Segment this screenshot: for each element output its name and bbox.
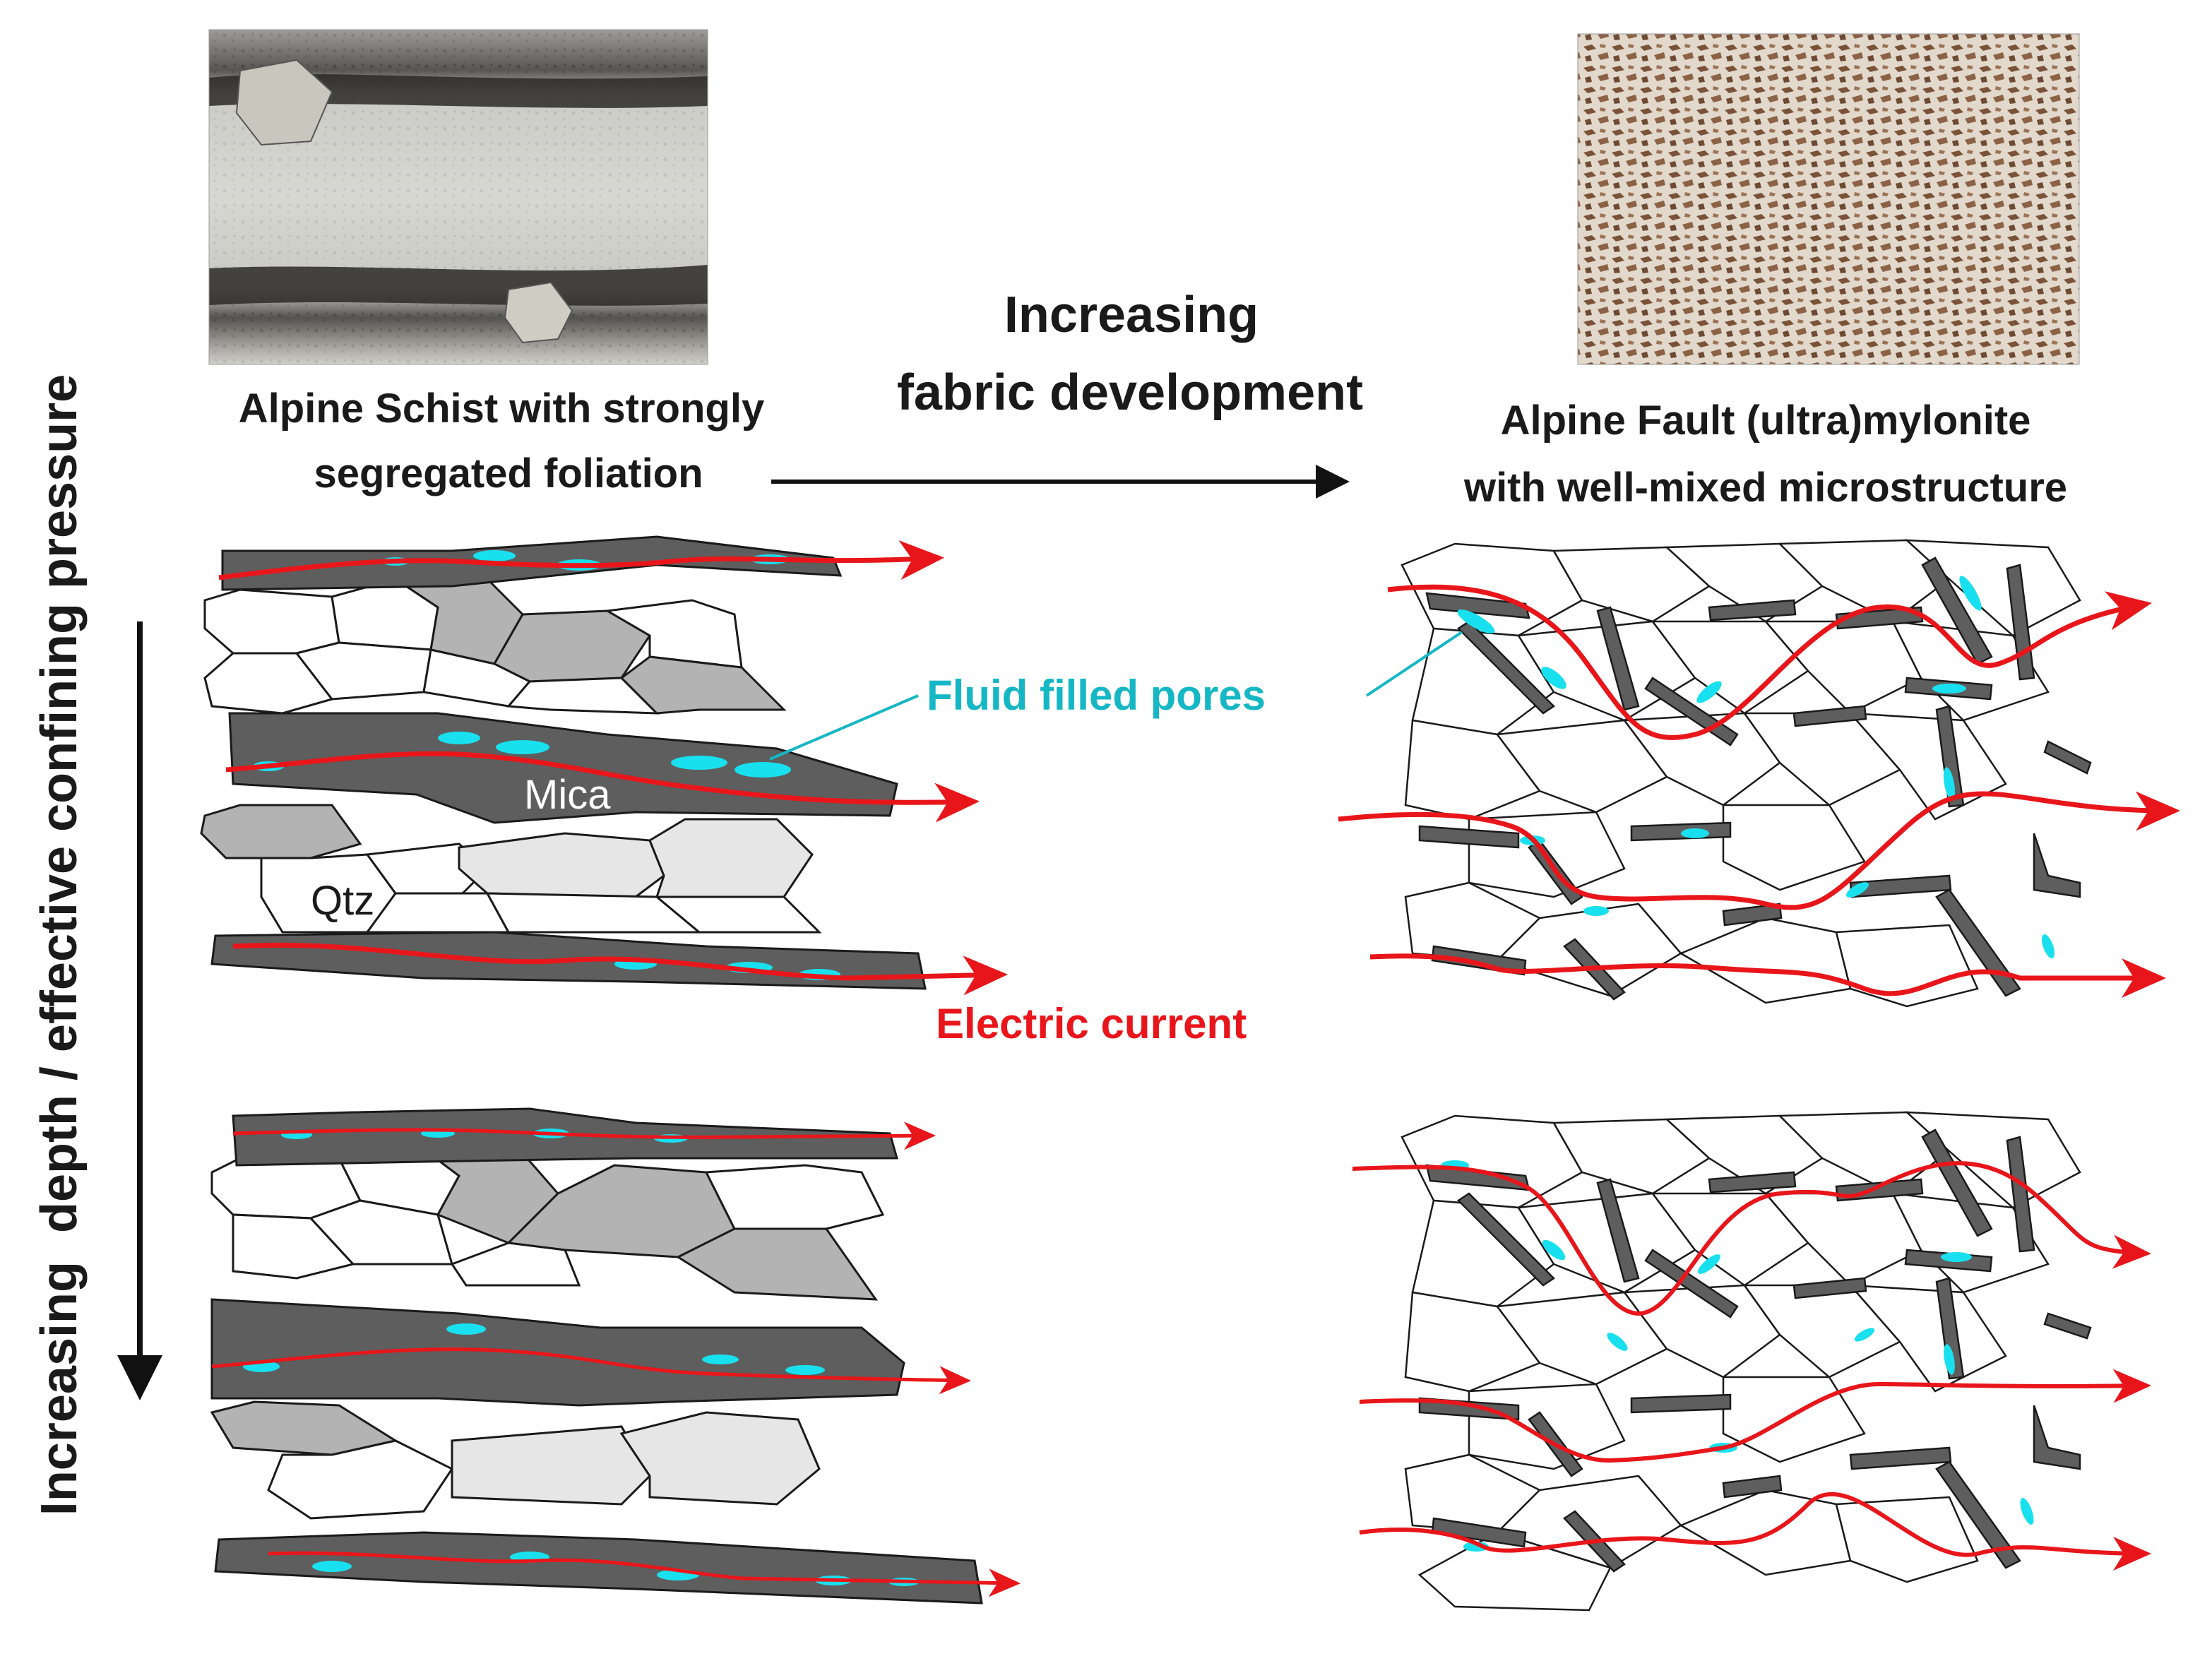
quartz-grains — [203, 571, 787, 715]
fluid-pores-label: Fluid filled pores — [927, 672, 1266, 719]
mica-band — [232, 1107, 898, 1167]
current-lines — [211, 1121, 1021, 1597]
right-photo-caption-1: Alpine Fault (ultra)mylonite — [1501, 398, 2031, 443]
current-lines — [1338, 584, 2180, 998]
mylonite-diagram-bottom — [1352, 1111, 2151, 1612]
quartz-grains — [200, 804, 822, 934]
current-lines — [1352, 1161, 2151, 1571]
left-photo-caption-2: segregated foliation — [314, 451, 703, 496]
qtz-label: Qtz — [311, 878, 374, 924]
schist-diagram-bottom — [210, 1107, 1021, 1605]
photo-schist — [208, 29, 708, 365]
mica-band — [210, 1298, 905, 1407]
mica-label: Mica — [524, 772, 611, 818]
fluid-pores — [1457, 576, 2055, 959]
fluid-leader-left — [769, 694, 919, 761]
electric-current-label: Electric current — [936, 1000, 1247, 1047]
left-photo-caption-1: Alpine Schist with strongly — [239, 386, 764, 431]
mica-band — [214, 1531, 983, 1605]
schist-diagram-top — [200, 535, 1008, 996]
vertical-arrow-label: Increasing depth / effective confining p… — [31, 374, 88, 1516]
photo-mylonite — [1577, 33, 2080, 365]
horizontal-arrow-label-2: fabric development — [897, 364, 1363, 421]
right-photo-caption-2: with well-mixed microstructure — [1463, 465, 2067, 511]
current-lines — [218, 540, 1008, 996]
mylonite-diagram-top — [1338, 539, 2180, 1008]
horizontal-arrow-label-1: Increasing — [1004, 287, 1259, 343]
quartz-grains — [210, 1136, 885, 1520]
fluid-leader-right — [1365, 631, 1463, 697]
